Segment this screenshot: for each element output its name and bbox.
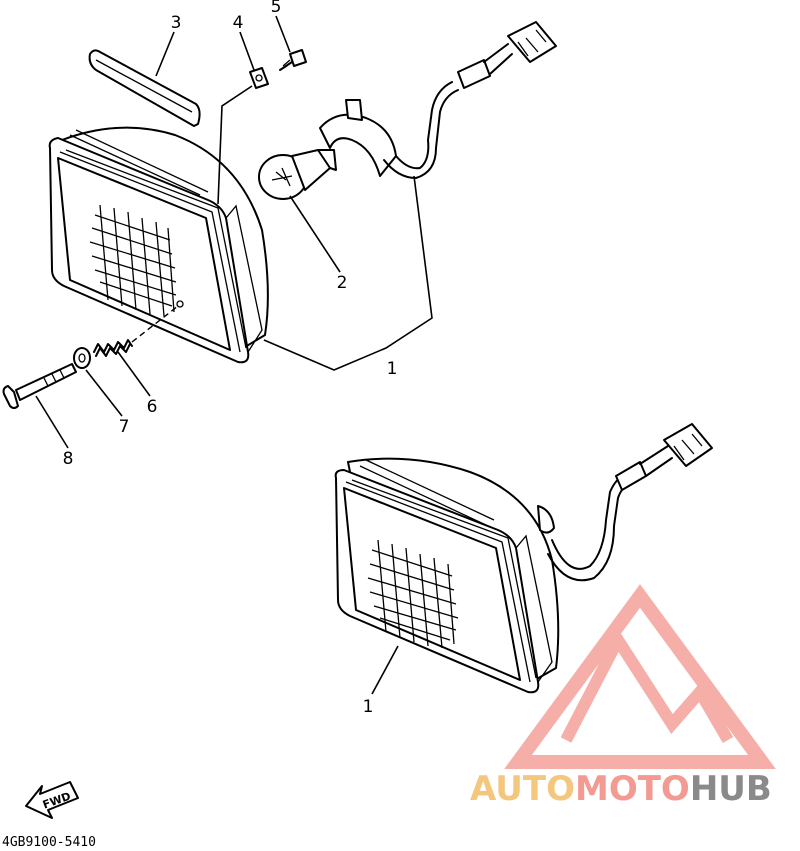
callout-5: 5 xyxy=(271,0,282,17)
leader-lines xyxy=(35,15,433,695)
callout-1-lower: 1 xyxy=(363,697,374,717)
washer xyxy=(73,347,91,369)
callout-2: 2 xyxy=(337,273,348,293)
callout-1-upper: 1 xyxy=(387,359,398,379)
callout-8: 8 xyxy=(63,449,74,469)
watermark-auto: AUTO xyxy=(470,769,575,809)
callout-6: 6 xyxy=(147,397,158,417)
watermark-text: AUTOMOTOHUB xyxy=(470,769,772,809)
watermark-moto: MOTO xyxy=(575,769,690,809)
callout-7: 7 xyxy=(119,417,130,437)
watermark-triangle-icon xyxy=(504,584,776,769)
watermark-hub: HUB xyxy=(690,769,772,809)
headlight-lower xyxy=(334,423,713,694)
watermark-logo: AUTOMOTOHUB xyxy=(470,584,776,809)
headlight-upper xyxy=(48,126,269,364)
drawing-code: 4GB9100-5410 xyxy=(2,835,96,850)
socket-harness xyxy=(319,21,557,179)
nut xyxy=(249,67,269,89)
callout-3: 3 xyxy=(171,13,182,33)
bolt-long xyxy=(2,363,77,409)
callout-numbers: 3 4 5 2 1 6 7 8 1 xyxy=(63,0,398,717)
callout-4: 4 xyxy=(233,13,244,33)
visor-strip xyxy=(88,49,201,127)
bulb xyxy=(258,149,337,200)
screw-small xyxy=(279,49,307,71)
fwd-arrow-icon: FWD xyxy=(25,781,79,819)
spring xyxy=(93,339,133,357)
